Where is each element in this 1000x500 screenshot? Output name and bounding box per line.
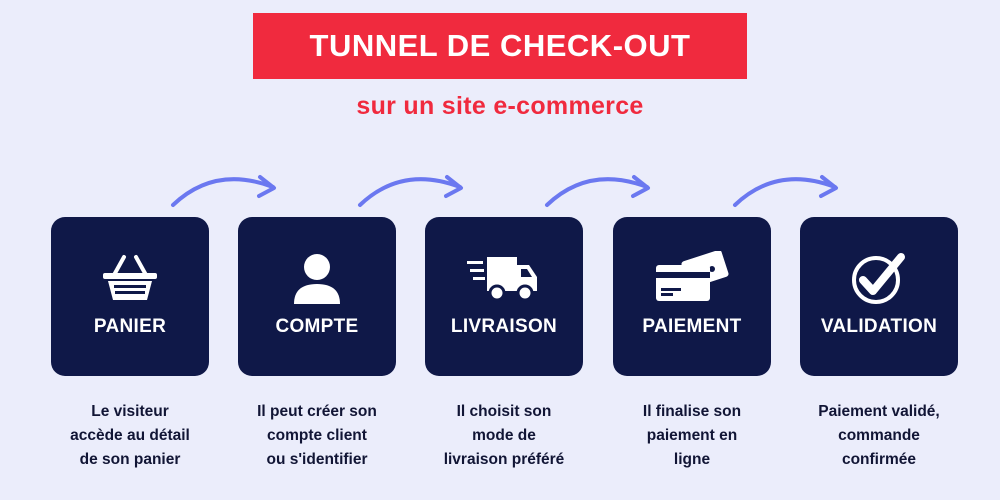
step-description: Paiement validé, commande confirmée xyxy=(818,403,940,468)
step-card-livraison: LIVRAISON xyxy=(425,217,583,376)
user-icon xyxy=(238,247,396,309)
check-circle-icon xyxy=(800,247,958,309)
step-description: Il peut créer son compte client ou s'ide… xyxy=(257,403,377,468)
step-description: Il choisit son mode de livraison préféré xyxy=(443,403,565,468)
step-label: VALIDATION xyxy=(820,316,938,337)
arrow-right-icon xyxy=(733,175,838,207)
step-label: LIVRAISON xyxy=(450,316,558,337)
arrow-right-icon xyxy=(358,175,463,207)
step-label: PANIER xyxy=(93,316,167,337)
title-banner: TUNNEL DE CHECK-OUT xyxy=(253,13,747,79)
step-card-panier: PANIER xyxy=(51,217,209,376)
arrow-right-icon xyxy=(171,175,276,207)
page-subtitle: sur un site e-commerce xyxy=(356,92,644,120)
step-card-compte: COMPTE xyxy=(238,217,396,376)
arrow-right-icon xyxy=(545,175,650,207)
step-label: PAIEMENT xyxy=(642,316,742,337)
step-description: Il finalise son paiement en ligne xyxy=(642,403,742,468)
step-label: COMPTE xyxy=(275,316,359,337)
step-description: Le visiteur accède au détail de son pani… xyxy=(70,403,190,468)
page-title: TUNNEL DE CHECK-OUT xyxy=(309,28,691,63)
basket-icon xyxy=(51,247,209,309)
truck-icon xyxy=(425,247,583,309)
step-card-paiement: PAIEMENT xyxy=(613,217,771,376)
credit-card-icon xyxy=(613,247,771,309)
step-card-validation: VALIDATION xyxy=(800,217,958,376)
